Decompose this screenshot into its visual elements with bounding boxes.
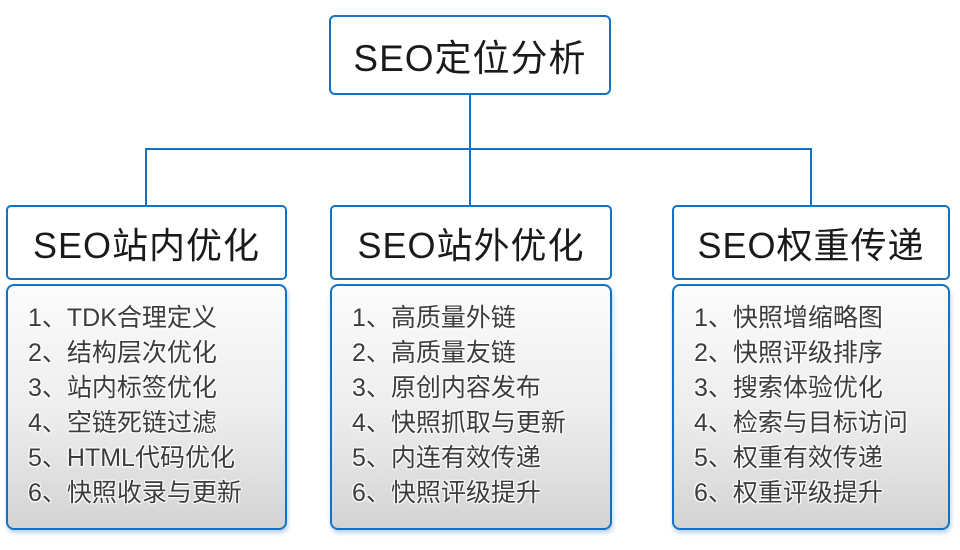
connector-drop-center [469, 148, 471, 205]
column-onsite-title: SEO站内优化 [32, 224, 261, 266]
list-item: 1、TDK合理定义 [28, 304, 217, 332]
connector-drop-right [810, 148, 812, 205]
column-offsite-header: SEO站外优化 [330, 205, 612, 280]
connector-horizontal-bar [145, 148, 812, 150]
column-offsite-title: SEO站外优化 [357, 224, 585, 266]
list-item: 6、快照评级提升 [352, 479, 541, 507]
root-node-label: SEO定位分析 [353, 38, 587, 79]
list-item: 2、结构层次优化 [28, 339, 217, 367]
column-weight-transfer: SEO权重传递 1、快照增缩略图 2、快照评级排序 3、搜索体验优化 4、检索与… [672, 205, 950, 530]
list-item: 2、快照评级排序 [694, 339, 883, 367]
list-item: 5、内连有效传递 [352, 444, 541, 472]
column-offsite-list: 1、高质量外链 2、高质量友链 3、原创内容发布 4、快照抓取与更新 5、内连有… [330, 284, 612, 530]
list-item: 4、快照抓取与更新 [352, 409, 566, 437]
column-onsite-list: 1、TDK合理定义 2、结构层次优化 3、站内标签优化 4、空链死链过滤 5、H… [6, 284, 287, 530]
column-offsite-seo: SEO站外优化 1、高质量外链 2、高质量友链 3、原创内容发布 4、快照抓取与… [330, 205, 612, 530]
list-item: 6、权重评级提升 [694, 479, 883, 507]
list-item: 3、原创内容发布 [352, 374, 541, 402]
list-item: 5、权重有效传递 [694, 444, 883, 472]
list-item: 1、快照增缩略图 [694, 304, 883, 332]
list-item: 3、搜索体验优化 [694, 374, 883, 402]
list-item: 2、高质量友链 [352, 339, 516, 367]
list-item: 6、快照收录与更新 [28, 479, 242, 507]
connector-root-stem [469, 95, 471, 149]
list-item: 5、HTML代码优化 [28, 444, 235, 472]
column-onsite-seo: SEO站内优化 1、TDK合理定义 2、结构层次优化 3、站内标签优化 4、空链… [6, 205, 287, 530]
column-weight-header: SEO权重传递 [672, 205, 950, 280]
list-item: 3、站内标签优化 [28, 374, 217, 402]
column-onsite-header: SEO站内优化 [6, 205, 287, 280]
column-weight-list: 1、快照增缩略图 2、快照评级排序 3、搜索体验优化 4、检索与目标访问 5、权… [672, 284, 950, 530]
list-item: 4、检索与目标访问 [694, 409, 908, 437]
column-weight-title: SEO权重传递 [697, 224, 925, 266]
connector-drop-left [145, 148, 147, 205]
list-item: 1、高质量外链 [352, 304, 516, 332]
list-item: 4、空链死链过滤 [28, 409, 217, 437]
root-node: SEO定位分析 [329, 15, 611, 95]
